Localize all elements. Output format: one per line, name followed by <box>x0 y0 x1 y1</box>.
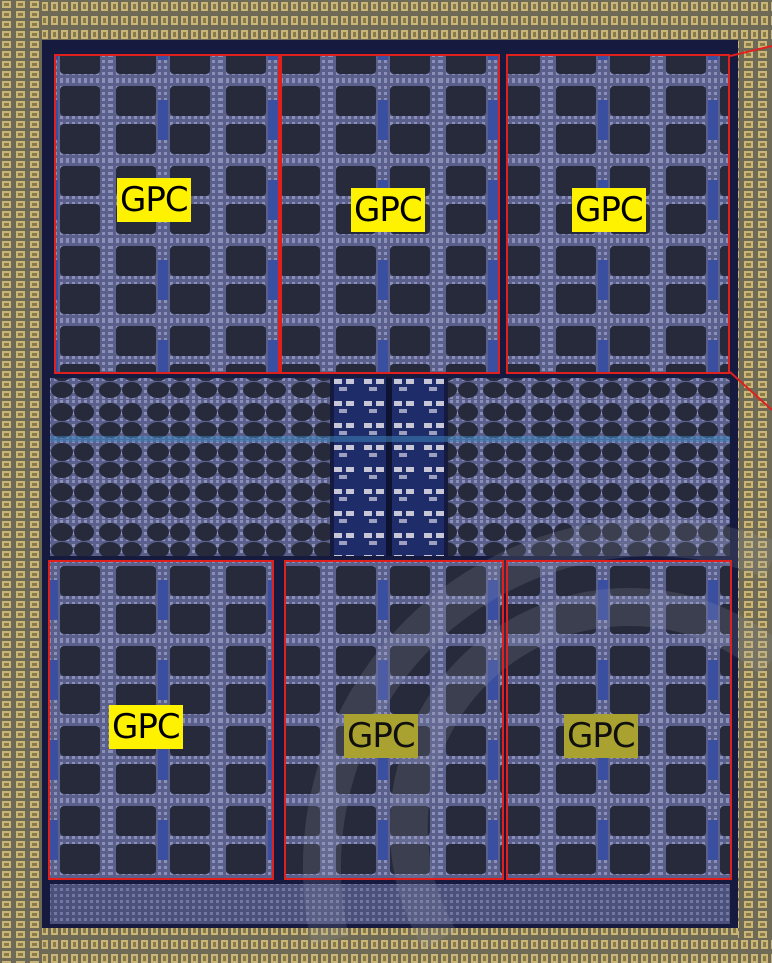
gpc-label-3: GPC <box>572 188 646 232</box>
gpc-label-1: GPC <box>117 178 191 222</box>
gpc-label-5: GPC <box>344 714 418 758</box>
gpc-label-6: GPC <box>564 714 638 758</box>
gpc-label-2: GPC <box>351 188 425 232</box>
gpc-outline-2 <box>280 54 500 374</box>
gpc-outline-3 <box>506 54 730 374</box>
gpc-outline-1 <box>54 54 280 374</box>
gpc-outline-4 <box>48 560 274 880</box>
gpc-label-4: GPC <box>109 705 183 749</box>
gpc-outline-6 <box>506 560 732 880</box>
gpc-outline-5 <box>284 560 504 880</box>
